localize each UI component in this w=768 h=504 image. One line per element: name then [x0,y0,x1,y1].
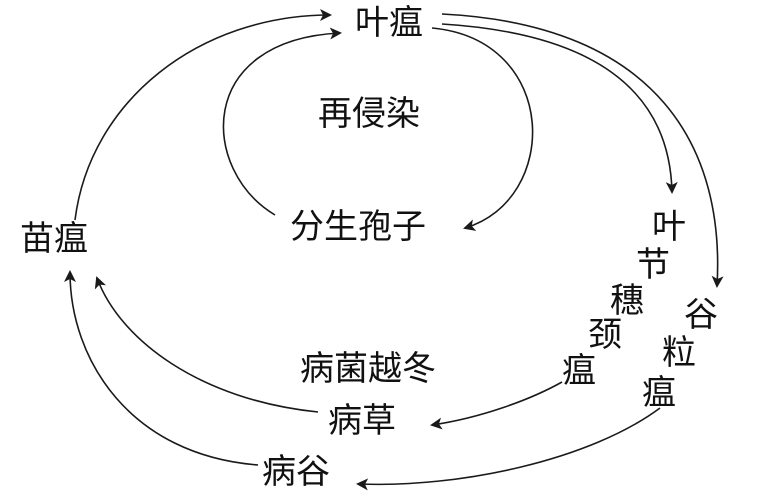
arrow-grain-to-diseased-grain [356,407,661,491]
arrow-conidia-to-leaf [222,27,342,216]
label-reinfection: 再侵染 [318,94,420,134]
label-grain-char: 谷 [684,295,718,335]
arrow-leaf-to-panicle [441,23,678,194]
label-panicle-char: 穗 [610,281,644,321]
arrow-seedling-to-leaf [74,9,332,221]
label-diseased-straw: 病草 [328,401,396,441]
arrow-leaf-to-grain [441,13,724,288]
label-leaf-blast: 叶瘟 [355,3,423,43]
label-diseased-grain: 病谷 [262,452,330,492]
arrow-leaf-to-conidia [431,27,534,231]
label-blast-char-2: 瘟 [642,373,676,413]
label-kernel-char: 粒 [662,333,696,373]
label-seedling-blast: 苗瘟 [20,219,88,259]
label-node-char: 节 [636,245,670,285]
arrow-straw-to-seedling [94,276,319,413]
arrow-panicle-to-straw [430,381,563,430]
label-conidia: 分生孢子 [290,207,426,247]
arrow-grain-to-seedling [64,270,259,466]
label-neck-char: 颈 [588,315,622,355]
label-leaf-char: 叶 [652,207,686,247]
label-blast-char-1: 瘟 [562,351,596,391]
label-overwintering: 病菌越冬 [300,349,436,389]
